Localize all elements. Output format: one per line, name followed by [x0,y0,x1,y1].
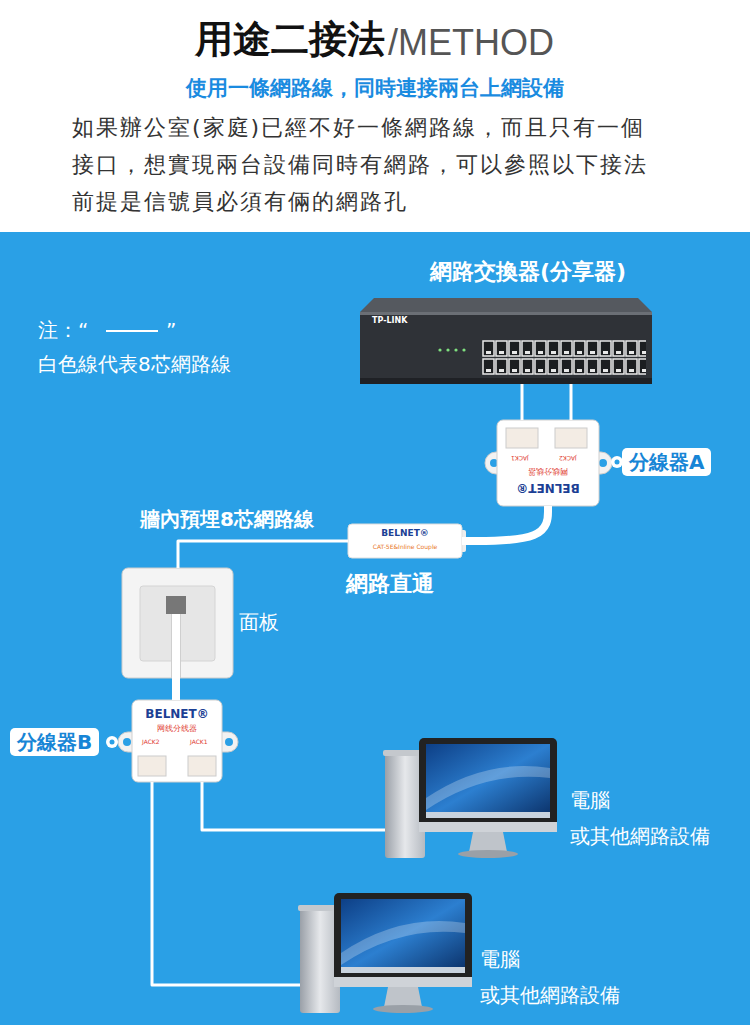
blue-ground [0,232,750,1025]
panel-cable-shadow [171,614,181,678]
splitter-body [497,420,599,506]
splitter-port [138,756,166,776]
splitter-a: 分線器ABELNET®网线分线器JACK2JACK1 [497,420,599,506]
computer: 電腦 或其他網路設備 [385,738,557,862]
title-suffix: /METHOD [388,20,554,65]
brand-name: BELNET® [348,528,462,539]
led [446,348,449,351]
switch-ports [482,340,646,376]
panel-illustration [122,568,233,678]
network-cable [172,678,180,700]
device-caption: 電腦 或其他網路設備 [480,941,640,1013]
port-label: JACK2 [559,454,577,462]
device-caption: 電腦 或其他網路設備 [570,782,730,854]
panel-plate [122,568,233,678]
splitter-b: 分線器BBELNET®网线分线器JACK2JACK1 [132,700,222,782]
switch-top [360,298,652,312]
port-label: JACK2 [142,738,160,746]
callout-tag: 分線器B [10,728,99,756]
led [438,348,441,351]
computer: 電腦 或其他網路設備 [300,893,472,1017]
panel-caption: 面板 [239,610,279,635]
splitter-port [555,428,587,448]
description-line: 如果辦公室(家庭)已經不好一條網路線，而且只有一個 [72,114,645,142]
wall-panel: 面板 [122,568,233,678]
network-switch: 網路交換器(分享器)TP-LINK [360,298,652,384]
switch-front [360,312,652,382]
panel-cable [172,614,180,678]
splitter-b-illustration [106,700,238,782]
description-line: 接口，想實現兩台設備同時有網路，可以參照以下接法 [72,151,648,179]
brand-name: BELNET® [497,480,599,495]
computer-illustration [298,893,472,1013]
note-quote: ” [166,318,176,343]
callout-tag: 分線器A [622,448,711,476]
legend-line-sample [106,330,158,332]
product-name: 网线分线器 [497,466,599,476]
network-cable [521,384,524,420]
splitter-port [188,756,216,776]
note-prefix: 注：“ [38,318,88,343]
network-cable [570,384,573,420]
ear-hole [599,459,607,467]
subtitle: 使用一條網路線，同時連接兩台上網設備 [0,76,750,102]
led [462,348,465,351]
callout-pointer-dot [615,460,620,465]
ear-hole [225,738,233,746]
network-cable [152,782,300,985]
splitter-a-illustration [485,420,623,506]
switch-heading: 網路交換器(分享器) [430,258,626,286]
splitter-port [506,428,538,448]
panel-jack [166,596,186,614]
switch-base [360,378,652,384]
splitter-body [132,700,222,782]
product-name: 网线分线器 [132,724,222,734]
network-cable [462,506,548,541]
port-label: JACK1 [511,454,529,462]
led [454,348,457,351]
network-cable [178,541,348,568]
brand-name: BELNET® [132,707,222,722]
computer-illustration [383,738,557,858]
coupler-body [348,524,462,558]
brand-logo: TP-LINK [372,316,407,326]
switch-illustration [360,298,652,384]
legend-text: 白色線代表8芯網路線 [38,352,231,377]
ear-hole [123,738,131,746]
port-label: JACK1 [190,738,208,746]
model-name: CAT-5E&Inline Couple [348,543,462,551]
network-cable [202,782,385,830]
description-line: 前提是信號員必須有倆的網路孔 [72,188,408,216]
coupler-caption: 網路直通 [346,570,434,598]
coupler-illustration [348,524,466,558]
cable-label: 牆內預埋8芯網路線 [140,507,314,532]
callout-pointer [106,736,118,748]
callout-pointer-dot [110,740,115,745]
inline-coupler: BELNET®CAT-5E&Inline Couple網路直通 [348,524,462,558]
page-title: 用途二接法 [195,16,385,64]
switch-edge [360,312,652,315]
